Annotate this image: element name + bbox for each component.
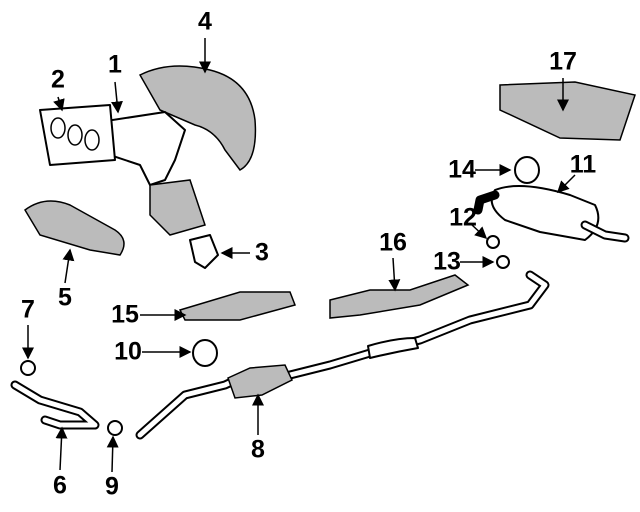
muffler-inlet	[473, 190, 500, 215]
callout-12: 12	[449, 203, 477, 232]
callout-3: 3	[255, 238, 269, 267]
heat-shield-upper	[138, 65, 257, 171]
muffler	[490, 185, 600, 241]
callout-15: 15	[111, 300, 139, 329]
hanger-10	[192, 339, 218, 367]
callout-7: 7	[21, 295, 35, 324]
callout-10: 10	[114, 337, 142, 366]
gasket-13	[496, 255, 510, 269]
gasket-12	[486, 235, 500, 249]
callout-13: 13	[433, 247, 461, 276]
callout-4: 4	[198, 7, 212, 36]
heat-shield-lower	[24, 200, 125, 256]
callout-1: 1	[108, 50, 122, 79]
callout-2: 2	[51, 65, 65, 94]
front-pipe-heat-shield	[178, 291, 296, 321]
center-heat-shield	[329, 274, 470, 319]
gasket-7	[20, 360, 36, 376]
hanger-14	[514, 156, 540, 184]
callout-8: 8	[251, 435, 265, 464]
rear-heat-shield	[499, 81, 636, 141]
callout-14: 14	[448, 155, 476, 184]
resonator	[367, 337, 419, 359]
callout-6: 6	[53, 471, 67, 500]
callout-9: 9	[105, 472, 119, 501]
leader-lines	[22, 38, 576, 473]
callout-5: 5	[58, 283, 72, 312]
callout-16: 16	[379, 228, 407, 257]
catalytic-converter	[227, 364, 293, 399]
catalytic-converter-front	[149, 179, 206, 236]
callout-17: 17	[549, 47, 577, 76]
callout-11: 11	[569, 150, 597, 179]
gasket-9	[107, 420, 123, 436]
gasket-holes	[50, 117, 100, 151]
bracket	[189, 234, 219, 269]
